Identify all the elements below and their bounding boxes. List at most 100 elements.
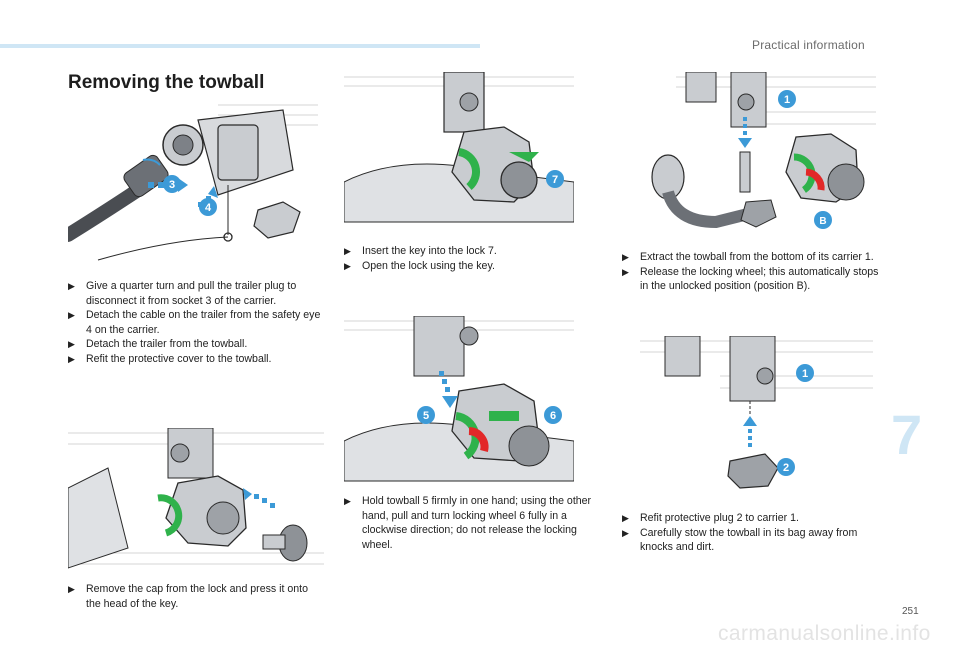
illustration-trailer-socket: 3 4 bbox=[68, 100, 323, 270]
carrier-right bbox=[729, 336, 776, 402]
illustration-insert-key: 7 bbox=[344, 72, 574, 232]
callout-7: 7 bbox=[546, 170, 564, 188]
bolt bbox=[459, 92, 479, 112]
svg-text:1: 1 bbox=[784, 94, 790, 106]
arrow-bullet-icon: ▶ bbox=[344, 496, 351, 506]
arrow-bullet-icon: ▶ bbox=[344, 260, 351, 271]
arrow-up-dots bbox=[738, 117, 752, 148]
svg-text:2: 2 bbox=[783, 462, 789, 474]
callout-6: 6 bbox=[544, 406, 562, 424]
instructions-block-1: ▶Give a quarter turn and pull the traile… bbox=[68, 279, 324, 367]
callout-3: 3 bbox=[163, 175, 181, 193]
callout-4: 4 bbox=[199, 198, 217, 216]
list-item: ▶Give a quarter turn and pull the traile… bbox=[68, 280, 297, 307]
towball-neck bbox=[662, 190, 758, 229]
arrow-dots bbox=[243, 488, 275, 508]
carrier-body bbox=[413, 316, 465, 377]
arrow-bullet-icon: ▶ bbox=[68, 310, 75, 321]
lock-cap bbox=[500, 161, 538, 199]
callout-2: 2 bbox=[777, 458, 795, 476]
rotate-arrow-green bbox=[458, 148, 481, 191]
towbar-arm bbox=[68, 467, 129, 569]
instructions-block-5: ▶Hold towball 5 firmly in one hand; usin… bbox=[344, 494, 600, 552]
page-heading: Removing the towball bbox=[68, 72, 265, 93]
lock-cap bbox=[508, 425, 550, 467]
callout-1: 1 bbox=[778, 90, 796, 108]
lock-cap bbox=[827, 163, 865, 201]
svg-text:7: 7 bbox=[552, 174, 558, 186]
illustration-turn-wheel: 5 6 bbox=[344, 316, 574, 486]
svg-text:4: 4 bbox=[205, 202, 212, 214]
illustration-refit-plug-svg: 1 2 bbox=[640, 336, 873, 489]
protective-plug bbox=[727, 453, 779, 489]
towball-stem bbox=[739, 151, 751, 193]
callout-B: B bbox=[814, 211, 832, 229]
svg-text:B: B bbox=[819, 216, 826, 227]
list-item: ▶Refit protective plug 2 to carrier 1. bbox=[622, 512, 799, 524]
carrier-left bbox=[685, 72, 717, 103]
illustration-refit-plug: 1 2 bbox=[640, 336, 873, 496]
illustration-extract-towball: 1 B bbox=[646, 72, 876, 242]
arrow-bullet-icon: ▶ bbox=[68, 281, 75, 291]
bolt bbox=[756, 367, 774, 385]
illustration-extract-towball-svg: 1 B bbox=[651, 72, 876, 229]
arrow-bullet-icon: ▶ bbox=[622, 252, 629, 262]
svg-text:3: 3 bbox=[169, 179, 175, 191]
arrow-bullet-icon: ▶ bbox=[68, 353, 75, 364]
bolt bbox=[459, 326, 479, 346]
list-item: ▶Hold towball 5 firmly in one hand; usin… bbox=[344, 495, 592, 551]
arrow-bullet-icon: ▶ bbox=[622, 527, 629, 538]
arrow-dots-down bbox=[439, 371, 458, 408]
arrow-red bbox=[805, 168, 825, 191]
list-item: ▶Detach the cable on the trailer from th… bbox=[68, 309, 321, 336]
arrow-up-dots bbox=[743, 416, 757, 447]
bolt bbox=[170, 443, 190, 463]
list-item: ▶Extract the towball from the bottom of … bbox=[622, 251, 874, 263]
illustration-trailer-socket-svg: 3 4 bbox=[68, 104, 318, 261]
list-item: ▶Detach the trailer from the towball. bbox=[68, 338, 248, 351]
instructions-block-6: ▶Refit protective plug 2 to carrier 1. ▶… bbox=[622, 511, 878, 555]
carrier-plate bbox=[217, 124, 259, 181]
key-head bbox=[262, 534, 286, 550]
arrow-green bbox=[157, 494, 183, 537]
callout-1: 1 bbox=[796, 364, 814, 382]
arrow-green-bar bbox=[489, 411, 519, 421]
illustration-remove-cap-svg bbox=[68, 428, 324, 569]
arrow-red bbox=[468, 427, 489, 452]
trailer-plug bbox=[123, 154, 169, 198]
instructions-block-4: ▶Remove the cap from the lock and press … bbox=[68, 582, 324, 611]
accent-bar bbox=[0, 44, 480, 48]
arrow-bullet-icon: ▶ bbox=[68, 339, 75, 350]
lock bbox=[206, 501, 240, 535]
arrow-bullet-icon: ▶ bbox=[344, 246, 351, 256]
carrier-left bbox=[664, 336, 701, 377]
list-item: ▶Insert the key into the lock 7. bbox=[344, 245, 497, 257]
watermark: carmanualsonline.info bbox=[718, 622, 931, 645]
arrow-bullet-icon: ▶ bbox=[622, 266, 629, 277]
list-item: ▶Open the lock using the key. bbox=[344, 259, 495, 272]
svg-text:6: 6 bbox=[550, 410, 556, 422]
arrow-bullet-icon: ▶ bbox=[68, 584, 75, 594]
illustration-insert-key-svg: 7 bbox=[344, 72, 574, 223]
section-title: Practical information bbox=[752, 38, 865, 52]
list-item: ▶Refit the protective cover to the towba… bbox=[68, 352, 272, 365]
arrow-bullet-icon: ▶ bbox=[622, 513, 629, 523]
list-item: ▶Release the locking wheel; this automat… bbox=[622, 265, 879, 293]
list-item: ▶Carefully stow the towball in its bag a… bbox=[622, 526, 858, 554]
small-locking-wheel bbox=[740, 199, 777, 228]
page-number: 251 bbox=[902, 606, 919, 617]
svg-text:1: 1 bbox=[802, 368, 808, 380]
locking-wheel bbox=[253, 201, 301, 239]
socket-pins bbox=[172, 134, 194, 156]
list-item: ▶Remove the cap from the lock and press … bbox=[68, 583, 308, 610]
illustration-turn-wheel-svg: 5 6 bbox=[344, 316, 574, 482]
bolt bbox=[737, 93, 755, 111]
insert-arrow bbox=[509, 152, 539, 162]
instructions-block-3: ▶Extract the towball from the bottom of … bbox=[622, 250, 880, 294]
chapter-number: 7 bbox=[891, 403, 923, 466]
instructions-block-2: ▶Insert the key into the lock 7. ▶Open t… bbox=[344, 244, 580, 273]
svg-text:5: 5 bbox=[423, 410, 429, 422]
illustration-remove-cap bbox=[68, 428, 324, 574]
callout-5: 5 bbox=[417, 406, 435, 424]
rotate-arrow bbox=[142, 158, 161, 166]
